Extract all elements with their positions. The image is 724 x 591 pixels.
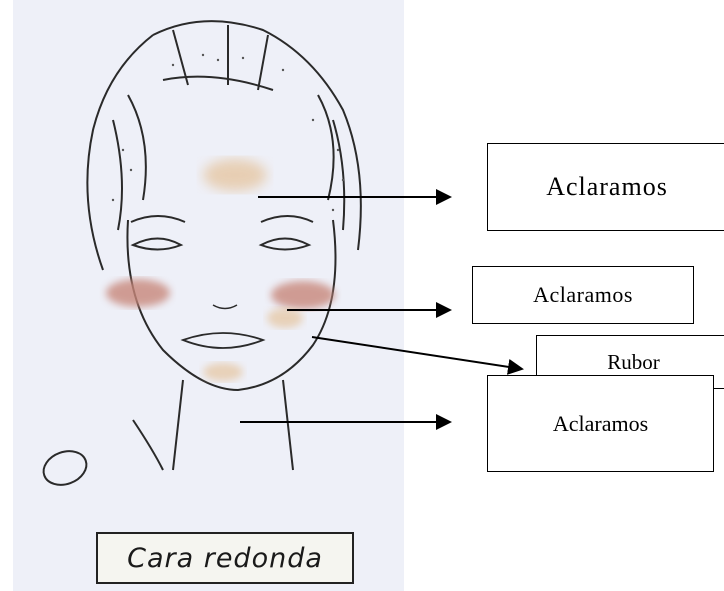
chin-label: Aclaramos: [553, 411, 648, 437]
cheekbone-label: Aclaramos: [533, 282, 633, 308]
face-shape-caption: Cara redonda: [127, 543, 323, 574]
arrow-cheek: [312, 337, 522, 369]
forehead-label-box: Aclaramos: [487, 143, 724, 231]
cheek-label: Rubor: [607, 350, 660, 375]
chin-label-box: Aclaramos: [487, 375, 714, 472]
face-shape-caption-box: Cara redonda: [96, 532, 354, 584]
cheekbone-label-box: Aclaramos: [472, 266, 694, 324]
forehead-label: Aclaramos: [546, 172, 668, 202]
